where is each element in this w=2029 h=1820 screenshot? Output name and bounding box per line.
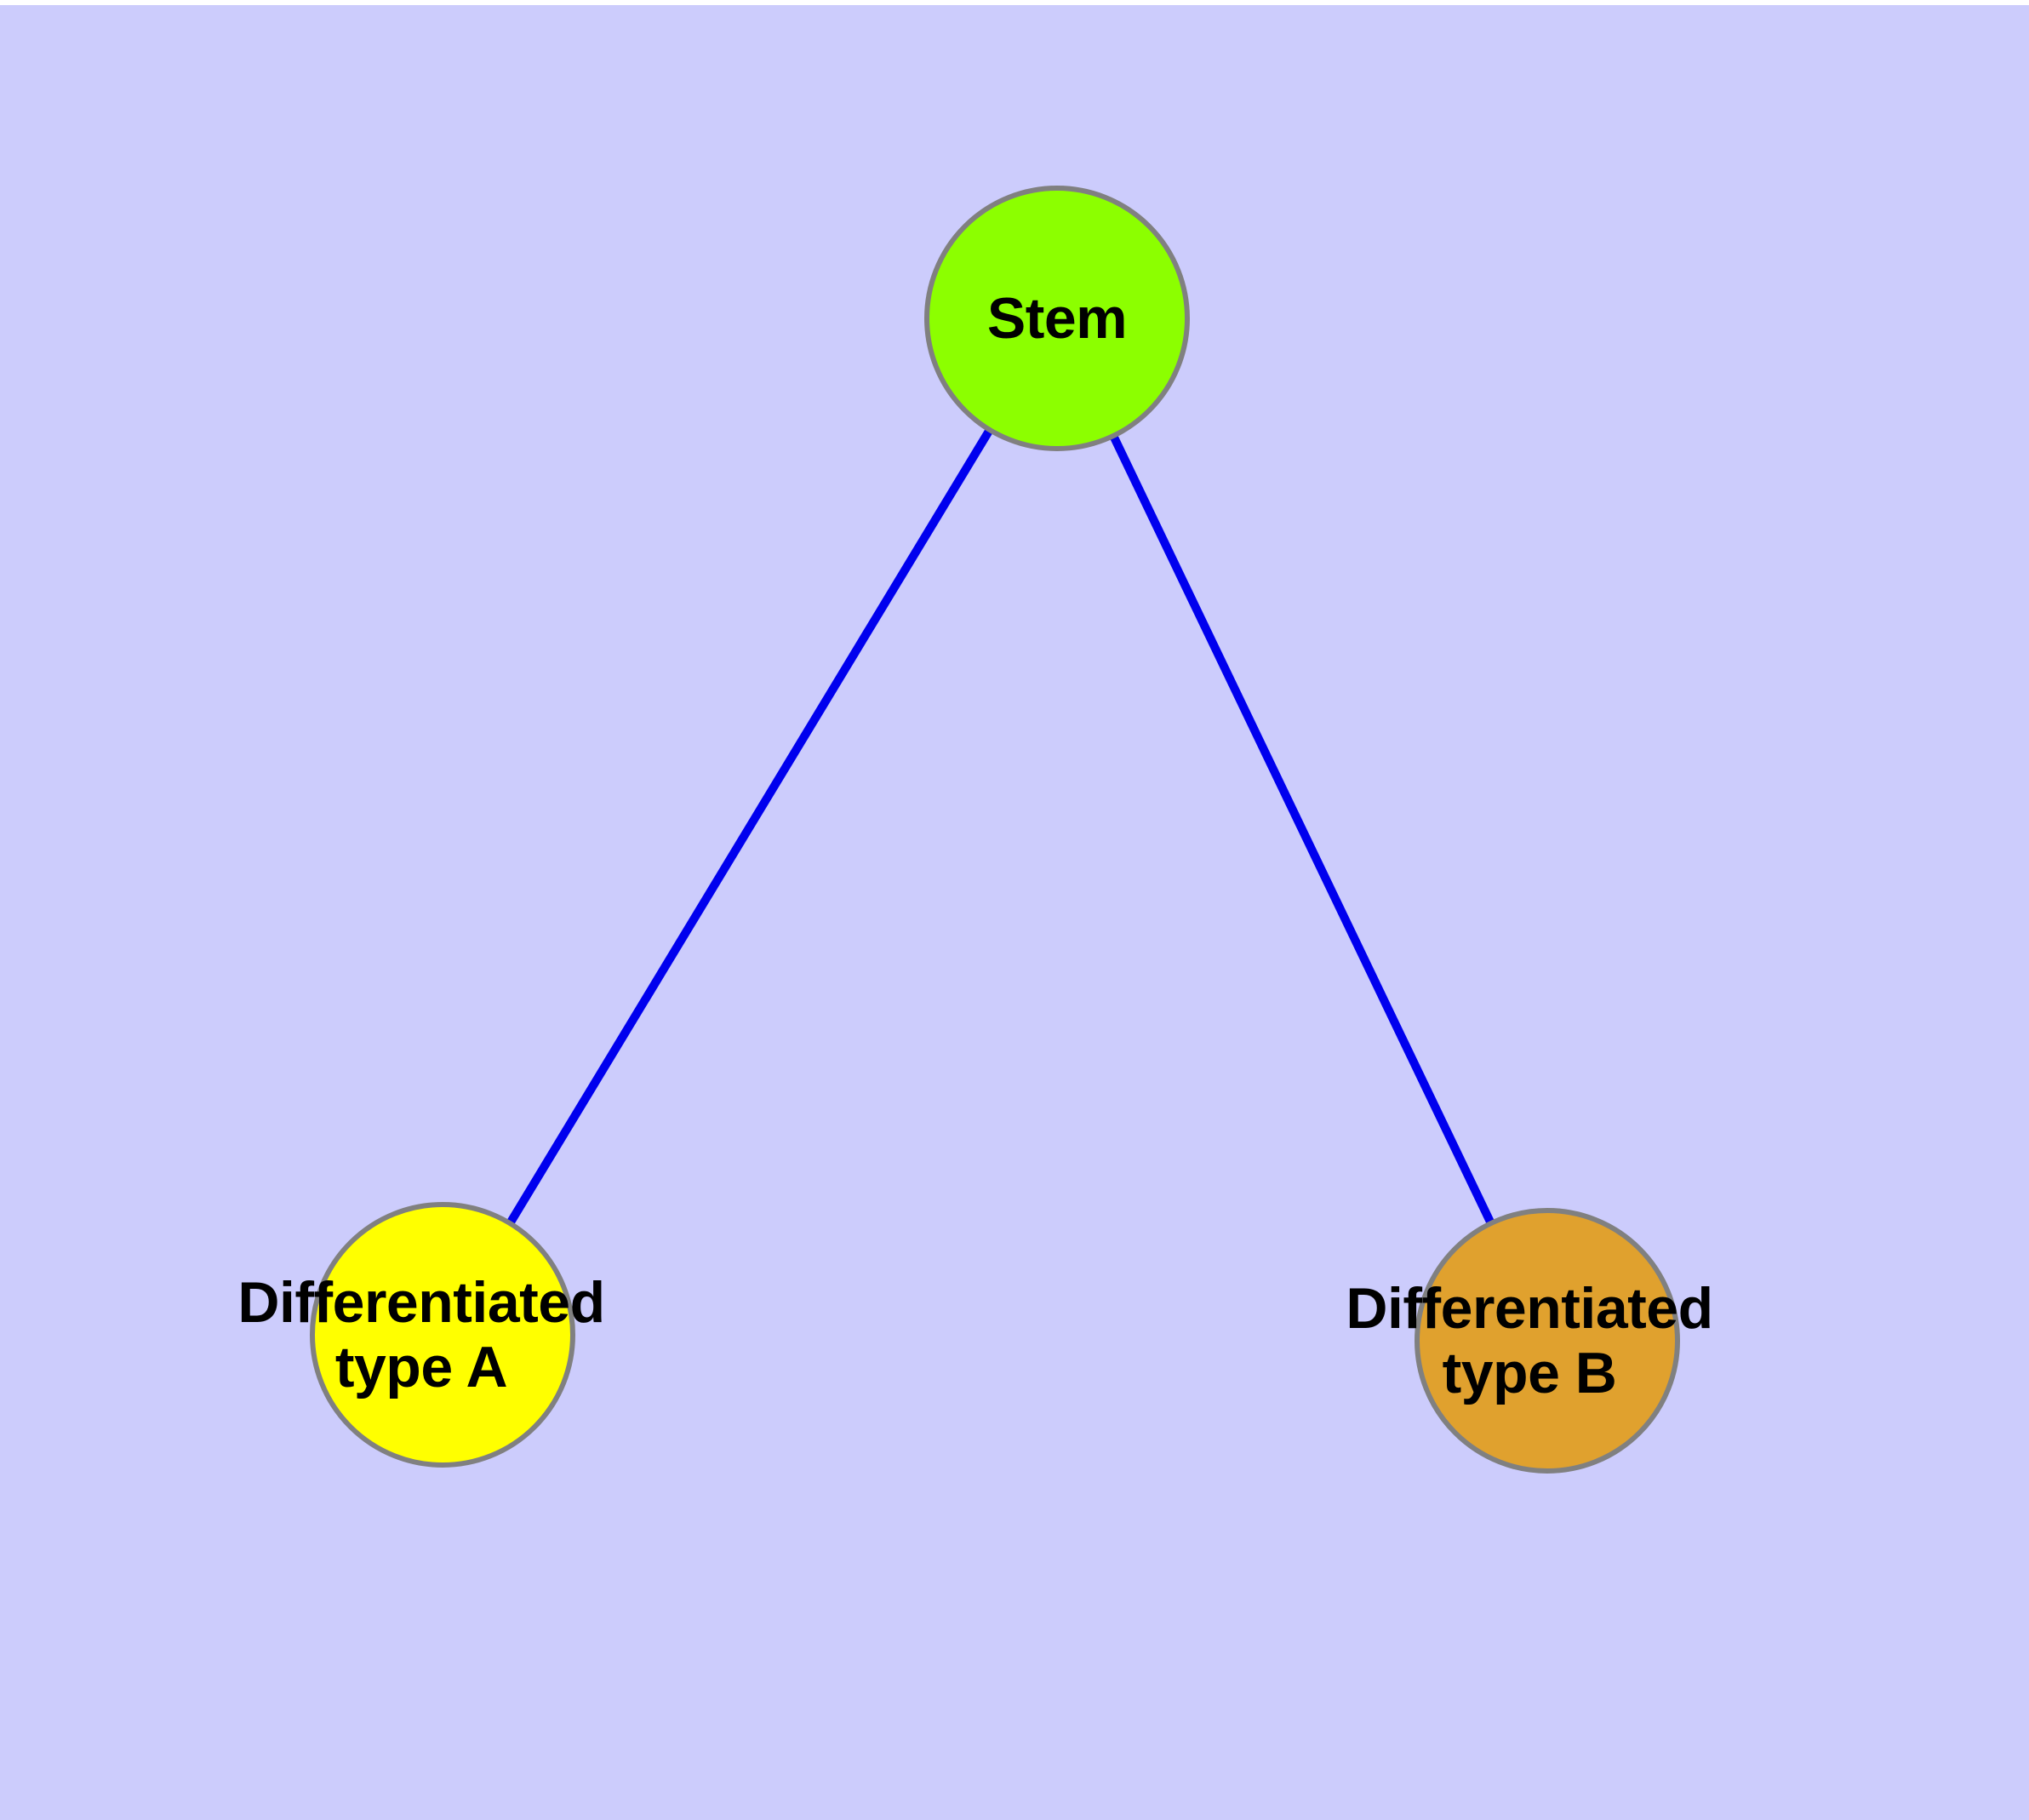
edges-layer <box>438 316 1552 1343</box>
graph-edge-stem-to-diff_b[interactable] <box>1053 316 1552 1343</box>
nodes-layer <box>310 186 1680 1474</box>
graph-node-diff_a[interactable] <box>310 1202 575 1468</box>
graph-edge-stem-to-diff_a[interactable] <box>438 316 1061 1337</box>
graph-node-stem[interactable] <box>924 186 1190 451</box>
graph-node-diff_b[interactable] <box>1415 1208 1680 1474</box>
